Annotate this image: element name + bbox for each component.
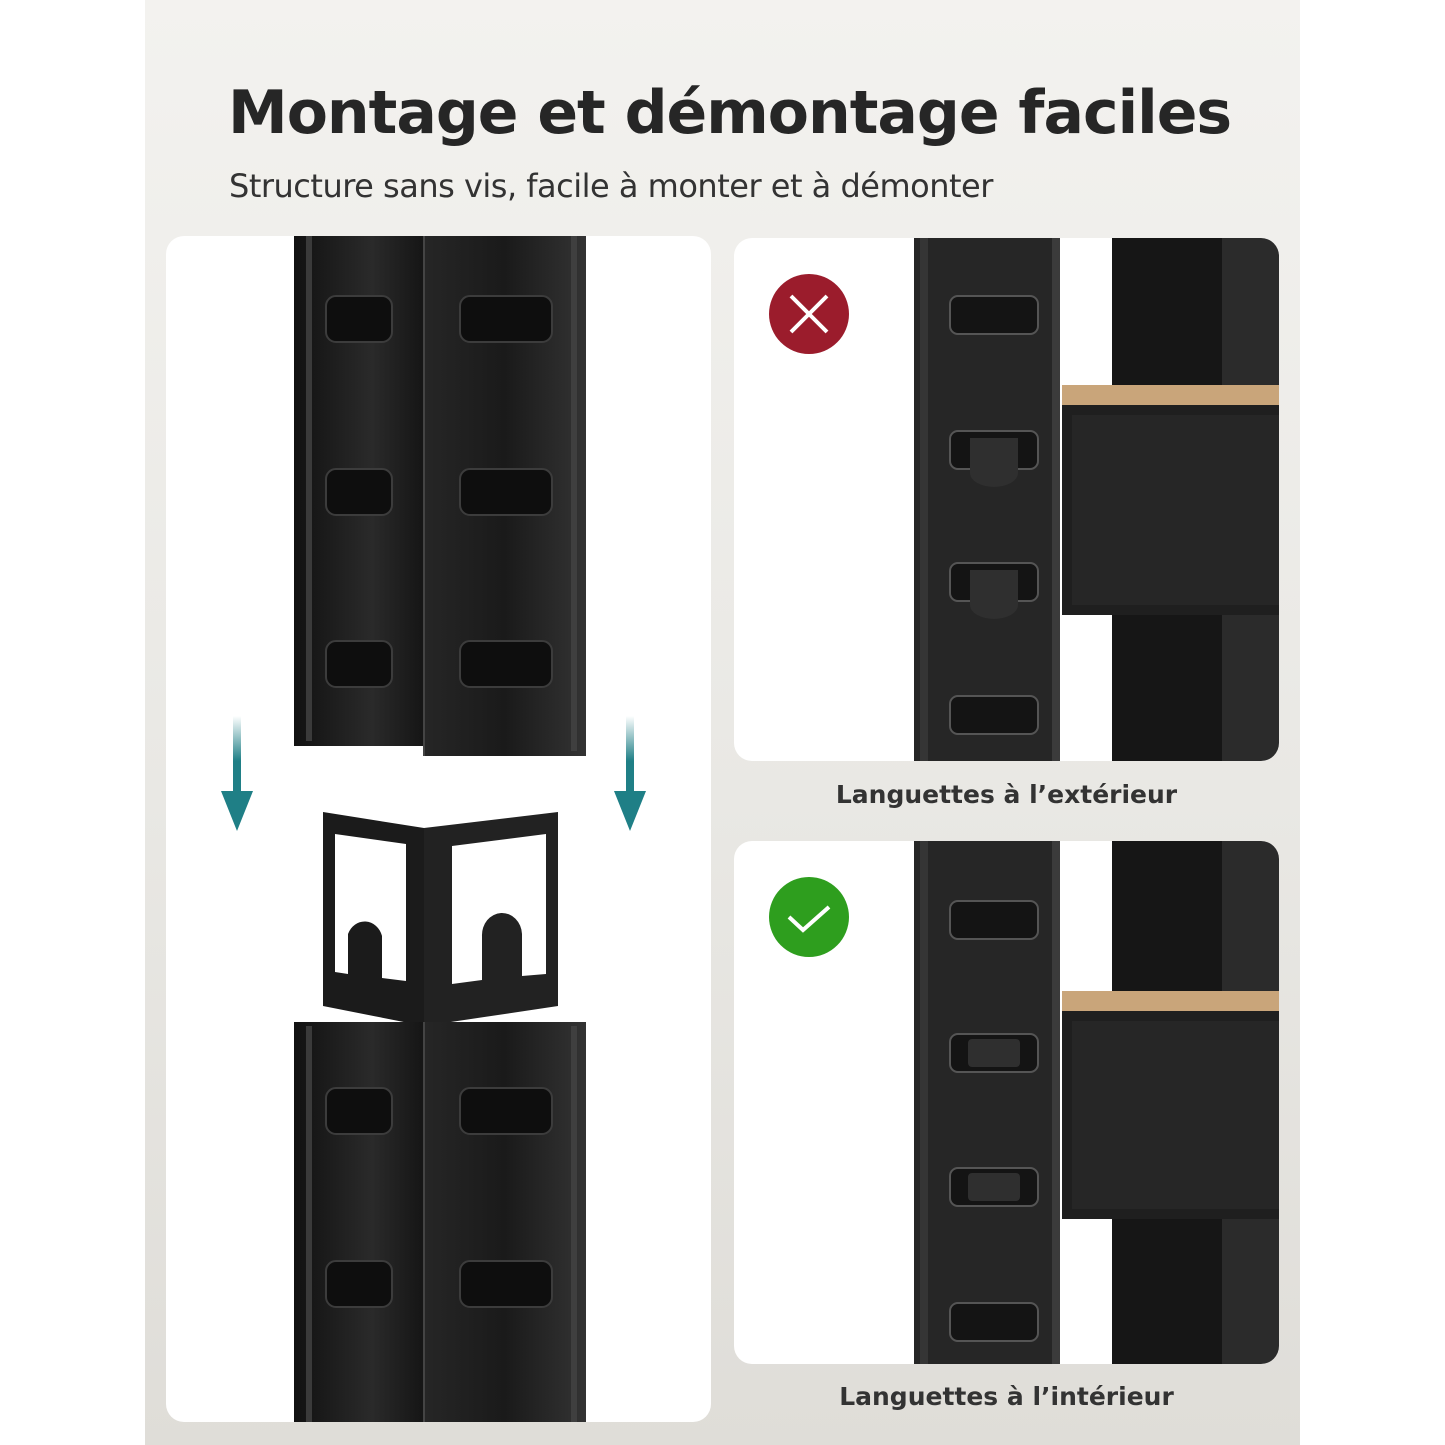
check-icon	[769, 877, 849, 957]
arrow-down-icon	[614, 716, 646, 831]
page-title: Montage et démontage faciles	[228, 78, 1232, 148]
shelf-board	[1062, 991, 1279, 1011]
post-connector	[323, 812, 558, 1026]
arrow-down-icon	[221, 716, 253, 831]
upper-post	[294, 236, 586, 756]
incorrect-tabs-card	[734, 238, 1279, 761]
cross-icon	[769, 274, 849, 354]
shelf-board	[1062, 385, 1279, 405]
assembly-illustration-card	[166, 236, 711, 1422]
tabs-inside-illustration	[914, 841, 1279, 1364]
post-assembly-illustration	[221, 236, 646, 1422]
caption-tabs-inside: Languettes à l’intérieur	[839, 1382, 1174, 1411]
correct-tabs-card	[734, 841, 1279, 1364]
page-subtitle: Structure sans vis, facile à monter et à…	[229, 167, 993, 205]
caption-tabs-outside: Languettes à l’extérieur	[835, 780, 1178, 809]
tabs-outside-illustration	[914, 238, 1279, 761]
lower-post	[294, 1022, 586, 1422]
